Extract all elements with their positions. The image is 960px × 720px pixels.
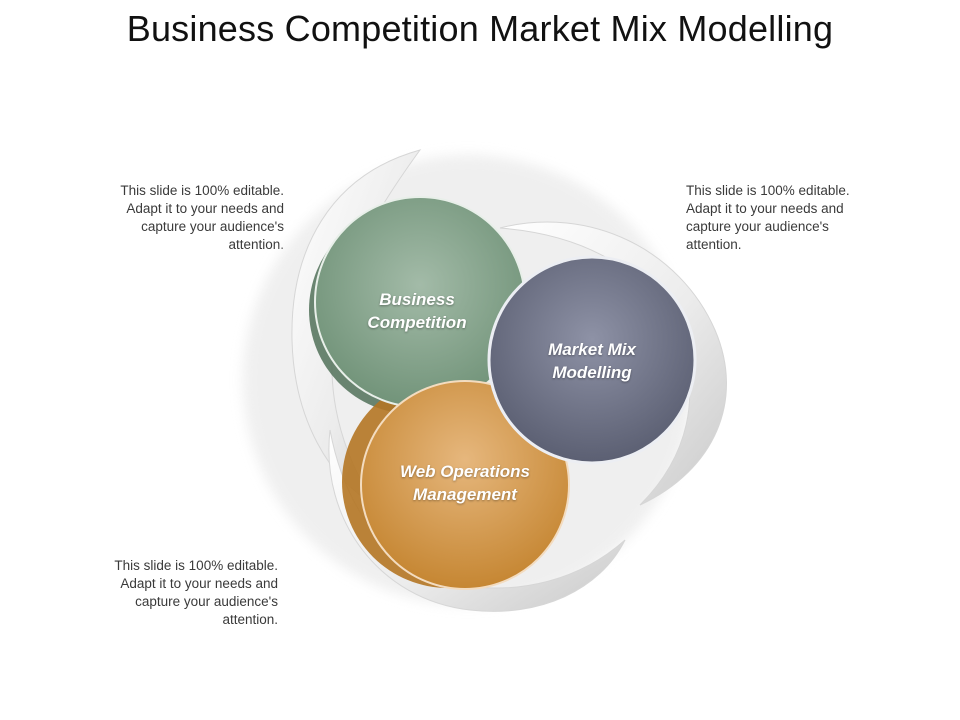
bubble-label-line: Management	[413, 485, 517, 504]
note-line: Adapt it to your needs and	[120, 576, 278, 591]
note-line: capture your audience's	[141, 219, 284, 234]
note-top-left: This slide is 100% editable. Adapt it to…	[94, 182, 284, 254]
note-line: Adapt it to your needs and	[686, 201, 844, 216]
note-line: capture your audience's	[135, 594, 278, 609]
note-line: capture your audience's	[686, 219, 829, 234]
bubble-label-line: Competition	[367, 313, 467, 332]
note-line: Adapt it to your needs and	[126, 201, 284, 216]
bubble-label-line: Modelling	[552, 363, 632, 382]
bubble-market-mix	[487, 255, 697, 465]
bubble-label-line: Web Operations	[399, 462, 531, 481]
note-line: This slide is 100% editable.	[686, 183, 850, 198]
bubble-web-operations	[360, 380, 570, 590]
bubble-label-line: Business	[379, 290, 455, 309]
bubble-label-market: Market Mix Modelling	[502, 338, 682, 384]
bubble-label-web: Web Operations Management	[375, 460, 555, 506]
page-title: Business Competition Market Mix Modellin…	[126, 8, 834, 49]
note-bottom-left: This slide is 100% editable. Adapt it to…	[88, 557, 278, 629]
note-line: attention.	[228, 237, 284, 252]
note-line: attention.	[686, 237, 742, 252]
bubble-label-line: Market Mix	[548, 340, 636, 359]
bubble-label-business: Business Competition	[327, 288, 507, 334]
note-line: attention.	[222, 612, 278, 627]
note-top-right: This slide is 100% editable. Adapt it to…	[686, 182, 876, 254]
note-line: This slide is 100% editable.	[120, 183, 284, 198]
note-line: This slide is 100% editable.	[114, 558, 278, 573]
